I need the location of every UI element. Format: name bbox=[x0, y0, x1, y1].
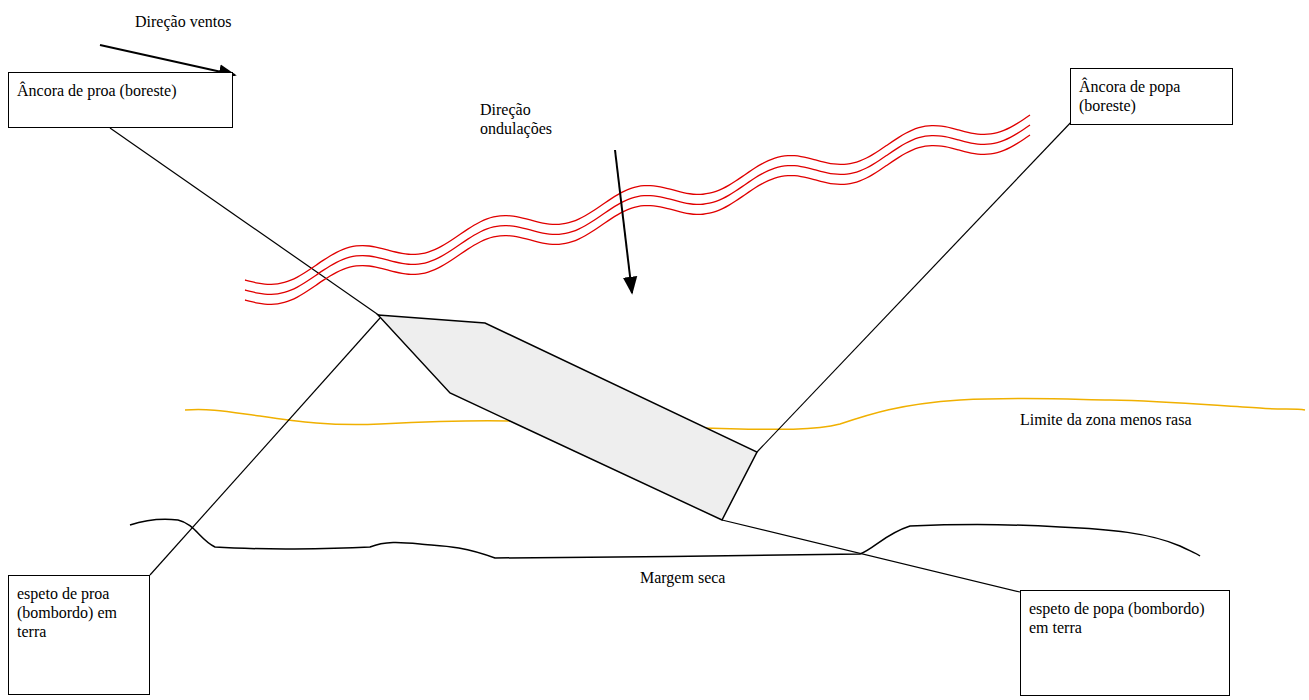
dry-bank-line bbox=[130, 519, 1200, 558]
callout-text: espeto de popa (bombordo) em terra bbox=[1029, 599, 1221, 637]
mooring-line bbox=[722, 520, 1020, 592]
callout-box: Âncora de proa (boreste) bbox=[8, 72, 233, 128]
mooring-line bbox=[757, 118, 1075, 452]
wave-line bbox=[245, 125, 1030, 294]
annotation-label: Margem seca bbox=[638, 568, 727, 587]
callout-box: espeto de proa (bombordo) em terra bbox=[8, 575, 150, 695]
shallow-limit-line bbox=[185, 398, 1305, 429]
annotation-label: Direção ondulações bbox=[478, 100, 572, 138]
callout-box: Âncora de popa (boreste) bbox=[1070, 68, 1233, 125]
mooring-line bbox=[110, 128, 380, 316]
callout-text: espeto de proa (bombordo) em terra bbox=[17, 584, 141, 642]
waves bbox=[245, 115, 1030, 304]
callout-text: Âncora de proa (boreste) bbox=[17, 81, 224, 100]
boat-hull bbox=[378, 315, 757, 520]
wave-line bbox=[245, 135, 1030, 304]
wave-arrow bbox=[615, 150, 632, 293]
annotation-label: Direção ventos bbox=[133, 12, 233, 31]
mooring-line bbox=[150, 318, 380, 575]
callout-text: Âncora de popa (boreste) bbox=[1079, 77, 1224, 115]
callout-box: espeto de popa (bombordo) em terra bbox=[1020, 590, 1230, 696]
annotation-label: Limite da zona menos rasa bbox=[1018, 410, 1194, 429]
wind-arrow bbox=[100, 45, 235, 75]
wave-line bbox=[245, 115, 1030, 284]
